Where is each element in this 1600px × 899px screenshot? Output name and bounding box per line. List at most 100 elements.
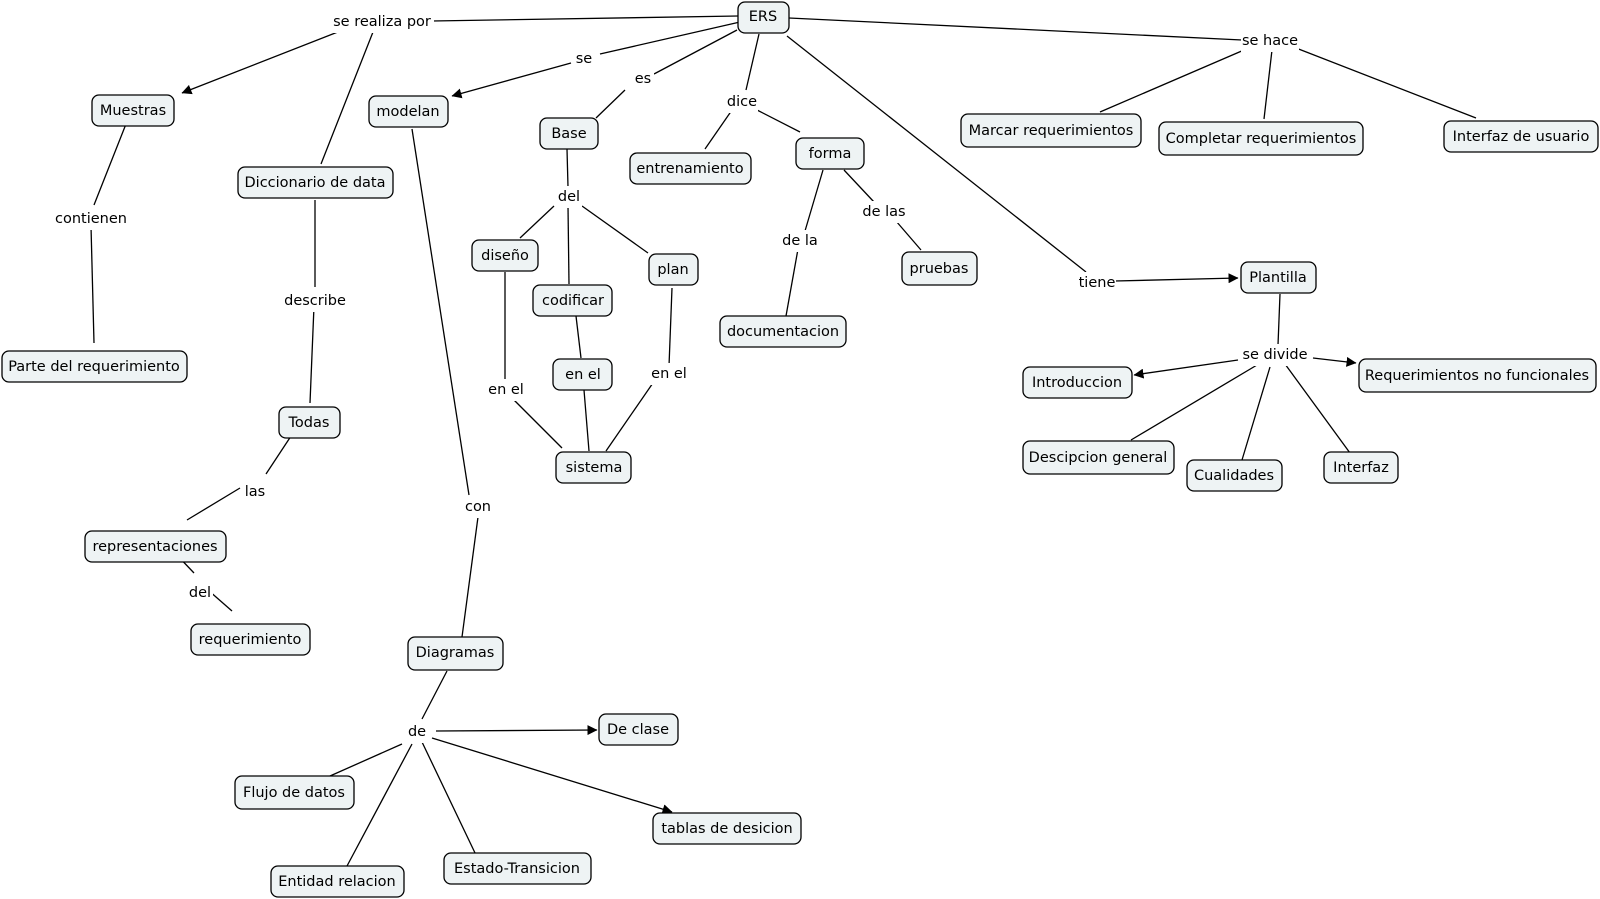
concept-descipcion-general[interactable]: Descipcion general [1022,440,1175,475]
phrase-describe: describe [284,290,346,312]
svg-text:de la: de la [782,233,818,249]
concept-codificar[interactable]: codificar [532,284,613,317]
phrase-se-realiza-por: se realiza por [331,11,434,33]
concept-diseno[interactable]: diseño [471,239,539,272]
phrase-en-el-diseno: en el [486,379,526,401]
svg-text:se divide: se divide [1242,347,1307,363]
phrase-del-base: del [556,186,582,208]
svg-text:plan: plan [657,262,688,278]
concept-parte-del-requerimiento[interactable]: Parte del requerimiento [1,350,188,383]
concept-interfaz[interactable]: Interfaz [1323,451,1399,484]
svg-text:se: se [576,51,593,67]
concept-diccionario-de-data[interactable]: Diccionario de data [237,166,394,199]
svg-text:Diccionario de data: Diccionario de data [245,175,386,191]
svg-text:Interfaz de usuario: Interfaz de usuario [1453,129,1590,145]
concept-entidad-relacion[interactable]: Entidad relacion [270,865,405,898]
svg-text:Marcar requerimientos: Marcar requerimientos [969,123,1134,139]
svg-text:Cualidades: Cualidades [1194,468,1274,484]
concept-entrenamiento[interactable]: entrenamiento [629,152,752,185]
svg-text:representaciones: representaciones [92,539,217,555]
concept-marcar-requerimientos[interactable]: Marcar requerimientos [960,113,1142,148]
concept-sistema[interactable]: sistema [555,451,632,484]
concept-cualidades[interactable]: Cualidades [1186,459,1283,492]
concept-documentacion[interactable]: documentacion [719,315,847,348]
svg-text:Flujo de datos: Flujo de datos [243,785,345,801]
svg-text:contienen: contienen [55,211,127,227]
concept-muestras[interactable]: Muestras [91,94,175,127]
svg-text:De clase: De clase [607,722,669,738]
phrase-contienen: contienen [55,208,127,230]
concept-base[interactable]: Base [539,117,599,150]
concept-en-el[interactable]: en el [552,358,613,391]
svg-text:tablas de desicion: tablas de desicion [661,821,792,837]
svg-text:diseño: diseño [481,248,529,264]
concept-representaciones[interactable]: representaciones [84,530,227,563]
concept-plan[interactable]: plan [648,253,699,286]
phrase-de: de [406,721,428,743]
concept-modelan[interactable]: modelan [368,95,449,128]
phrase-se-divide: se divide [1242,344,1308,366]
phrase-se: se [574,48,594,70]
svg-text:tiene: tiene [1079,275,1116,291]
concept-completar-requerimientos[interactable]: Completar requerimientos [1158,121,1364,156]
svg-text:con: con [465,499,491,515]
concept-diagramas[interactable]: Diagramas [407,636,504,671]
svg-text:ERS: ERS [749,9,777,25]
svg-text:en el: en el [565,367,601,383]
concept-forma[interactable]: forma [795,137,865,170]
concept-flujo-de-datos[interactable]: Flujo de datos [234,775,355,810]
svg-text:las: las [245,484,265,500]
phrase-con: con [464,496,492,518]
svg-text:Todas: Todas [288,415,330,431]
svg-text:es: es [635,71,651,87]
concept-requerimientos-no-funcionales[interactable]: Requerimientos no funcionales [1358,358,1597,393]
svg-text:en el: en el [488,382,524,398]
svg-text:Interfaz: Interfaz [1333,460,1389,476]
svg-text:documentacion: documentacion [727,324,839,340]
concept-estado-transicion[interactable]: Estado-Transicion [443,852,592,885]
phrase-las: las [242,481,268,503]
svg-text:Diagramas: Diagramas [416,645,495,661]
svg-text:se hace: se hace [1242,33,1298,49]
svg-text:del: del [189,585,211,601]
phrase-del-representaciones: del [187,582,213,604]
phrase-de-la: de la [782,230,818,252]
svg-text:se realiza por: se realiza por [333,14,431,30]
connections [90,15,1477,867]
svg-text:describe: describe [284,293,346,309]
svg-text:Descipcion general: Descipcion general [1029,450,1168,466]
concept-tablas-de-desicion[interactable]: tablas de desicion [652,812,802,845]
phrase-dice: dice [726,91,758,113]
concept-todas[interactable]: Todas [278,406,341,439]
svg-text:dice: dice [727,94,757,110]
concept-ers[interactable]: ERS [737,1,790,34]
svg-text:Muestras: Muestras [100,103,166,119]
concept-plantilla[interactable]: Plantilla [1240,261,1317,294]
svg-text:Estado-Transicion: Estado-Transicion [454,861,580,877]
svg-text:Entidad relacion: Entidad relacion [278,874,396,890]
svg-text:modelan: modelan [376,104,439,120]
svg-text:Completar requerimientos: Completar requerimientos [1166,131,1357,147]
svg-text:de las: de las [862,204,905,220]
svg-text:Parte del requerimiento: Parte del requerimiento [8,359,180,375]
phrase-tiene: tiene [1078,272,1116,294]
phrase-se-hace: se hace [1241,30,1299,52]
phrase-es: es [632,68,654,90]
concept-introduccion[interactable]: Introduccion [1022,366,1133,399]
svg-text:en el: en el [651,366,687,382]
linking-phrases: se realiza por contienen describe las de… [55,11,1308,743]
svg-text:pruebas: pruebas [910,261,969,277]
svg-text:sistema: sistema [566,460,623,476]
svg-text:Plantilla: Plantilla [1249,270,1307,286]
concept-interfaz-de-usuario[interactable]: Interfaz de usuario [1443,120,1599,153]
svg-text:forma: forma [809,146,852,162]
svg-text:de: de [408,724,426,740]
concept-de-clase[interactable]: De clase [598,713,679,746]
concept-pruebas[interactable]: pruebas [901,251,978,286]
phrase-en-el-plan: en el [649,363,689,385]
concept-requerimiento[interactable]: requerimiento [190,623,311,656]
svg-text:Base: Base [551,126,586,142]
phrase-de-las: de las [862,201,906,223]
